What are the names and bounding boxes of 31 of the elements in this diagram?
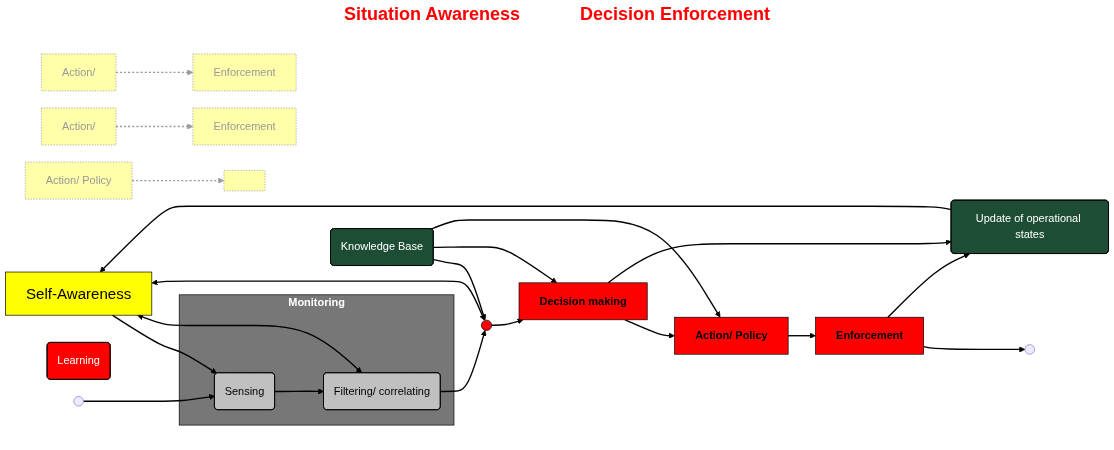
arrow — [439, 329, 487, 393]
node-box: Enforcement — [192, 53, 297, 92]
arrow — [432, 246, 557, 284]
node-box: Decision making — [518, 282, 648, 321]
node-box: Enforcement — [192, 107, 297, 146]
arrow — [274, 388, 325, 395]
arrow — [887, 253, 970, 318]
node-circle — [481, 319, 492, 331]
arrow — [607, 239, 952, 284]
arrow — [115, 123, 194, 130]
node-box: Enforcement — [815, 316, 924, 355]
node-box: Action/ Policy — [674, 316, 789, 355]
node-box: Action/ — [41, 53, 117, 92]
arrow — [432, 258, 487, 321]
arrow — [430, 219, 721, 318]
node-box: Action/ Policy — [24, 161, 133, 200]
arrow — [115, 69, 194, 76]
arrow — [922, 345, 1026, 353]
section-heading: Decision Enforcement — [580, 4, 771, 25]
arrow — [490, 318, 524, 326]
arrow — [624, 319, 675, 339]
node-box — [223, 170, 266, 192]
node-box: Action/ — [41, 107, 117, 146]
arrow — [787, 332, 816, 339]
arrow — [99, 205, 953, 273]
arrow — [137, 314, 363, 374]
arrow — [131, 177, 225, 184]
node-box: Self-Awareness — [5, 271, 153, 316]
section-heading: Situation Awareness — [343, 4, 520, 25]
arrow — [111, 314, 217, 374]
arrow — [82, 394, 216, 402]
